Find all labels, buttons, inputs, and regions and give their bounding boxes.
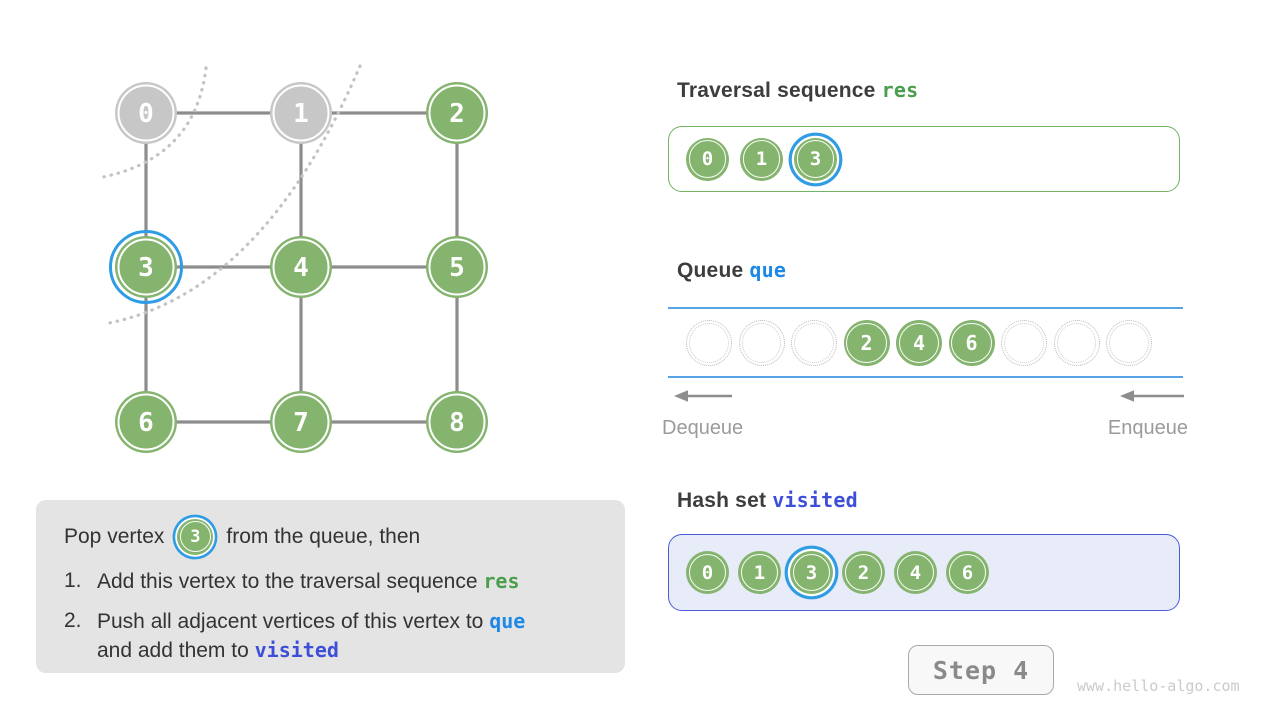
dequeue-label: Dequeue [662, 417, 744, 439]
current-vertex-value: 3 [190, 526, 201, 547]
svg-text:1: 1 [293, 99, 309, 129]
graph-node-1: 1 [270, 82, 332, 144]
note-item-1: 1. Add this vertex to the traversal sequ… [64, 567, 605, 596]
queue-empty-slot [686, 320, 732, 366]
graph-node-7: 7 [270, 391, 332, 453]
circle-1: 1 [740, 137, 783, 181]
circle-2: 2 [843, 320, 890, 366]
note-item-2-number: 2. [64, 609, 82, 632]
circle-2: 2 [842, 551, 885, 594]
svg-text:5: 5 [449, 253, 465, 283]
queue-title-code: que [749, 258, 787, 282]
note-item-1-number: 1. [64, 569, 82, 592]
queue-top-line [668, 307, 1183, 309]
res-code-token: res [483, 569, 520, 593]
graph-node-0: 0 [115, 82, 177, 144]
circle-6: 6 [946, 551, 989, 594]
circle-0: 0 [686, 551, 729, 594]
queue-section-title: Queue que [677, 258, 786, 283]
svg-text:0: 0 [138, 99, 154, 129]
graph-node-6: 6 [115, 391, 177, 453]
bfs-wave-arc-inner [96, 66, 208, 180]
circle-6: 6 [948, 320, 995, 366]
queue-empty-slot [1053, 320, 1100, 366]
circle-1: 1 [738, 551, 781, 594]
note-item-2: 2. Push all adjacent vertices of this ve… [64, 607, 605, 665]
queue-empty-slot [1001, 320, 1047, 366]
res-title-text: Traversal sequence [677, 79, 876, 102]
bfs-wave-arc-outer [102, 64, 362, 326]
graph-node-8: 8 [426, 391, 488, 453]
enqueue-arrow-icon [1120, 390, 1184, 402]
queue-empty-slot [738, 320, 785, 366]
svg-text:6: 6 [138, 408, 154, 438]
res-section-title: Traversal sequence res [677, 78, 918, 103]
step-button[interactable]: Step 4 [908, 645, 1054, 695]
svg-text:4: 4 [293, 253, 309, 283]
note-item-2-text: Push all adjacent vertices of this verte… [97, 609, 526, 662]
que-code-token: que [489, 609, 526, 633]
visited-code-token: visited [254, 638, 339, 662]
explanation-box: Pop vertex 3 from the queue, then 1. Add… [36, 500, 625, 673]
graph-nodes: 0 1 2 3 4 5 6 7 8 [109, 82, 488, 453]
queue-bottom-line [668, 376, 1183, 378]
queue-title-text: Queue [677, 259, 744, 282]
circle-3: 3 [790, 551, 833, 594]
note-intro-line: Pop vertex 3 from the queue, then [64, 517, 605, 556]
svg-text:8: 8 [449, 408, 465, 438]
current-vertex-chip: 3 [177, 518, 214, 555]
visited-title-text: Hash set [677, 489, 767, 512]
visited-title-code: visited [772, 488, 858, 512]
note-intro-pre: Pop vertex [64, 524, 165, 548]
queue-empty-slot [791, 320, 837, 366]
step-label: Step 4 [932, 655, 1030, 685]
note-intro-post: from the queue, then [226, 524, 421, 548]
queue-empty-slot [1106, 320, 1152, 366]
graph-node-5: 5 [426, 236, 488, 298]
enqueue-label: Enqueue [1107, 417, 1188, 439]
note-item-1-text: Add this vertex to the traversal sequenc… [97, 569, 520, 593]
graph-node-3: 3 [109, 230, 183, 304]
graph-node-2: 2 [426, 82, 488, 144]
svg-text:2: 2 [449, 99, 465, 129]
circle-0: 0 [686, 137, 729, 181]
graph-canvas: 0 1 2 3 4 5 6 7 8 [96, 64, 488, 453]
circle-4: 4 [896, 320, 942, 366]
circle-4: 4 [894, 551, 937, 594]
circle-3: 3 [794, 137, 837, 181]
visited-section-title: Hash set visited [677, 488, 858, 513]
dequeue-arrow-icon [674, 390, 732, 402]
graph-node-4: 4 [270, 236, 332, 298]
watermark: www.hello-algo.com [1077, 677, 1240, 695]
svg-text:7: 7 [293, 408, 309, 438]
res-title-code: res [881, 78, 919, 102]
svg-text:3: 3 [138, 253, 154, 283]
